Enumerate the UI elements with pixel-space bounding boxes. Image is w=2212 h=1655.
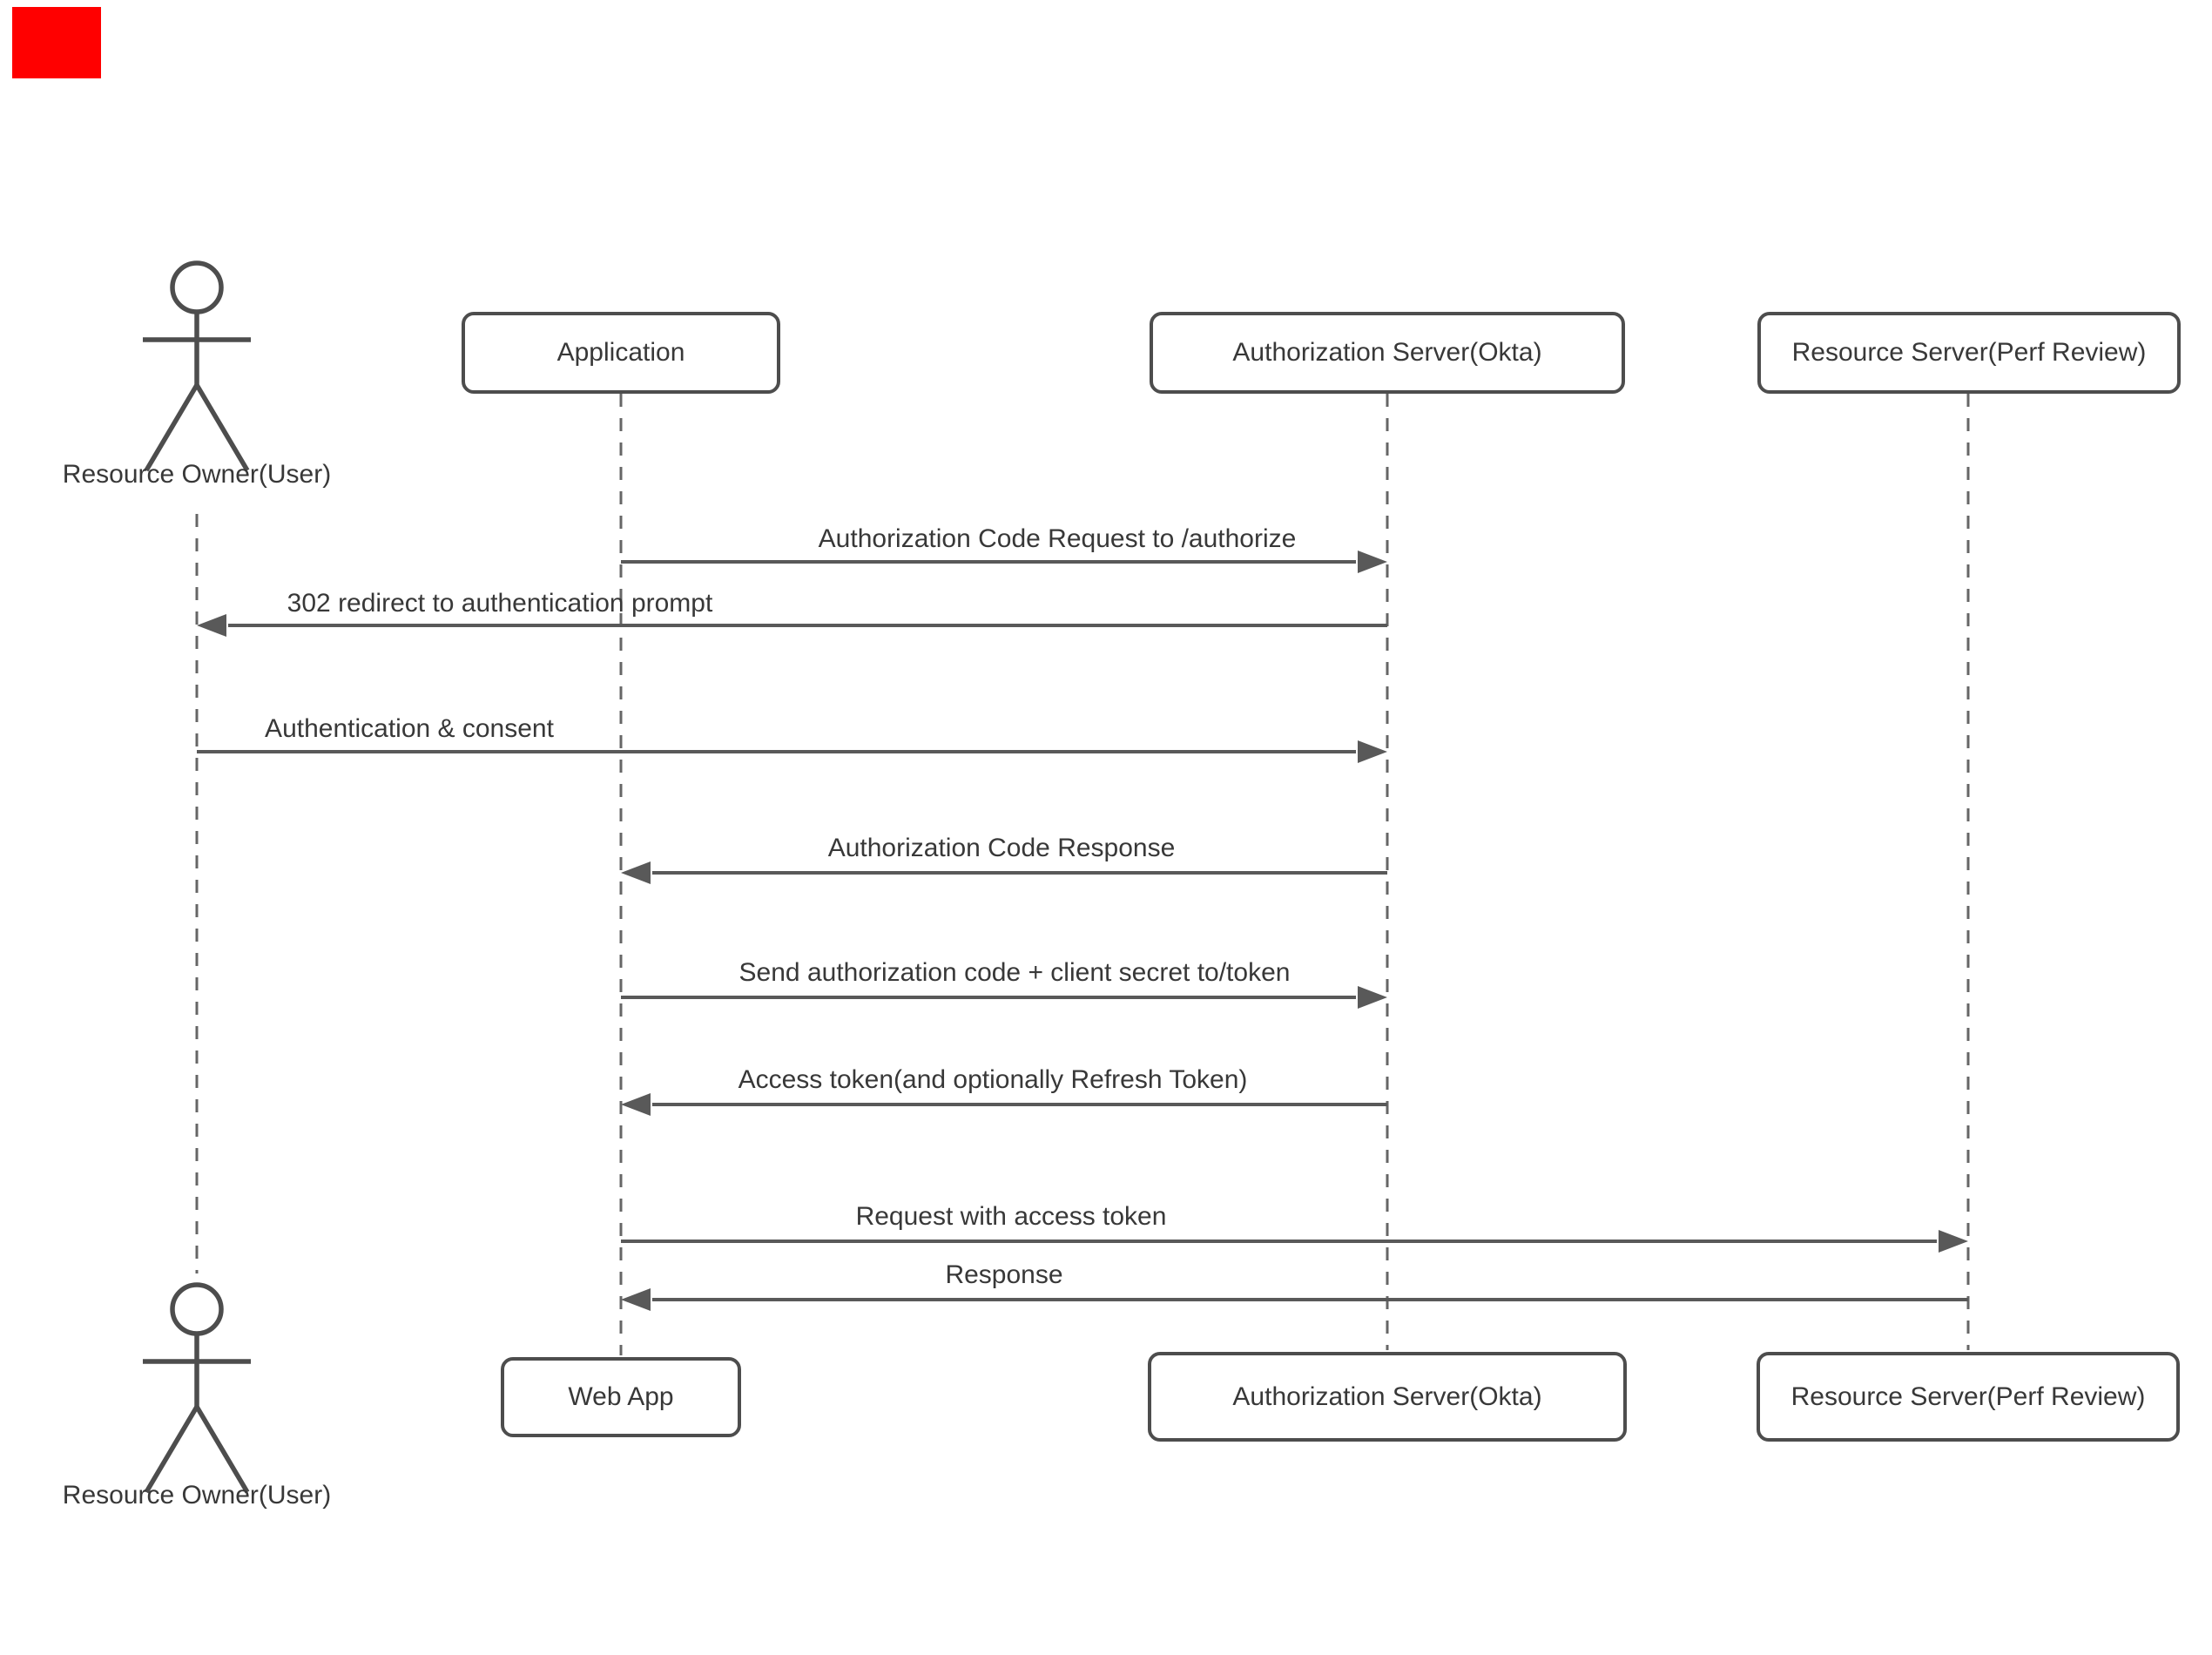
actor-bottom-leg-left <box>144 1405 199 1494</box>
participant-web-app: Web App <box>501 1357 741 1437</box>
participant-resource-server-top: Resource Server(Perf Review) <box>1757 312 2181 394</box>
arrow-head-access-token <box>621 1093 651 1116</box>
arrow-head-302-redirect <box>197 614 226 637</box>
message-label-auth-code-request: Authorization Code Request to /authorize <box>818 524 1297 553</box>
participant-application: Application <box>462 312 780 394</box>
message-label-request-access-token: Request with access token <box>855 1202 1167 1231</box>
message-label-access-token: Access token(and optionally Refresh Toke… <box>738 1065 1248 1094</box>
message-label-send-auth-code: Send authorization code + client secret … <box>738 958 1291 987</box>
actor-bottom-head <box>170 1282 224 1336</box>
message-arrows <box>197 551 1968 1311</box>
participant-resource-server-bottom: Resource Server(Perf Review) <box>1757 1352 2180 1442</box>
red-marker <box>12 7 101 78</box>
actor-label-bottom: Resource Owner(User) <box>62 1481 332 1510</box>
actor-label-top: Resource Owner(User) <box>62 460 332 489</box>
actor-figure-top <box>143 260 251 472</box>
arrow-head-auth-code-request <box>1358 551 1387 573</box>
message-label-302-redirect: 302 redirect to authentication prompt <box>287 589 713 618</box>
lifelines <box>195 394 1970 1355</box>
actor-top-head <box>170 260 224 314</box>
arrow-head-auth-code-response <box>621 861 651 884</box>
message-label-authentication-consent: Authentication & consent <box>265 714 554 743</box>
actor-figure-bottom <box>143 1282 251 1494</box>
arrow-head-authentication-consent <box>1358 740 1387 763</box>
message-label-response: Response <box>945 1260 1063 1289</box>
actor-top-leg-right <box>194 383 250 472</box>
participant-authorization-server-top: Authorization Server(Okta) <box>1150 312 1625 394</box>
actor-top-leg-left <box>144 383 199 472</box>
actor-bottom-leg-right <box>194 1405 250 1494</box>
arrow-head-response <box>621 1288 651 1311</box>
arrow-head-send-auth-code <box>1358 986 1387 1009</box>
participant-authorization-server-bottom: Authorization Server(Okta) <box>1148 1352 1627 1442</box>
arrow-head-request-access-token <box>1939 1230 1968 1253</box>
message-label-auth-code-response: Authorization Code Response <box>827 834 1176 862</box>
